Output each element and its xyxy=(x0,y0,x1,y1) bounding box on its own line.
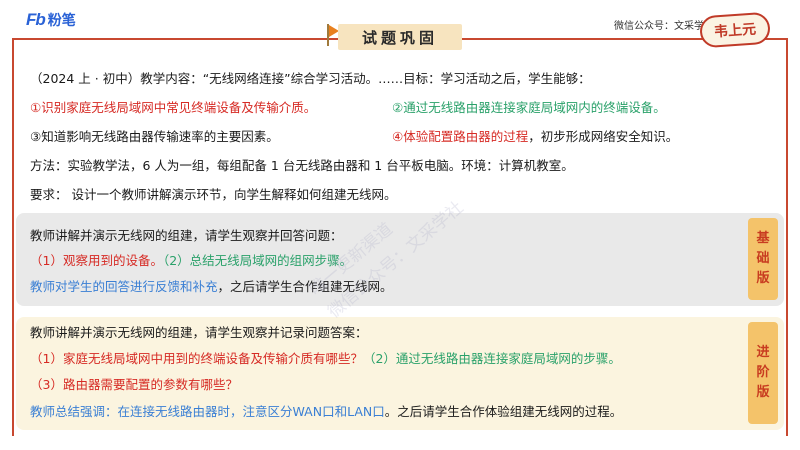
page-title: 试题巩固 xyxy=(361,28,438,47)
basic-feedback-rest: ，之后请学生合作组建无线网。 xyxy=(217,279,393,294)
goal-1: ①识别家庭无线局域网中常见终端设备及传输介质。 xyxy=(30,100,317,115)
advanced-summary-highlight: 教师总结强调：在连接无线路由器时，注意区分WAN口和LAN口 xyxy=(30,404,385,419)
wechat-label: 微信公众号：文采学社 xyxy=(614,21,714,32)
method-line: 方法：实验教学法，6 人为一组，每组配备 1 台无线路由器和 1 台平板电脑。环… xyxy=(30,158,574,173)
advanced-questions-1-2: （1）家庭无线局域网中用到的终端设备及传输介质有哪些？（2）通过无线路由器连接家… xyxy=(30,350,621,367)
advanced-version-box xyxy=(16,317,784,430)
goal-4-rest: ，初步形成网络安全知识。 xyxy=(528,129,679,144)
tag-char: 版 xyxy=(756,385,770,400)
basic-feedback-highlight: 教师对学生的回答进行反馈和补充 xyxy=(30,279,218,294)
advanced-q3: （3）路由器需要配置的参数有哪些？ xyxy=(30,377,238,392)
right-border xyxy=(786,38,788,436)
basic-q1: （1）观察用到的设备。 xyxy=(30,253,163,268)
question-stem: （2024 上 · 初中）教学内容：“无线网络连接”综合学习活动。……目标：学习… xyxy=(30,71,591,86)
logo-text: 粉笔 xyxy=(47,13,76,29)
basic-intro: 教师讲解并演示无线网的组建，请学生观察并回答问题： xyxy=(30,228,343,243)
tag-char: 础 xyxy=(756,251,770,266)
advanced-version-tag: 进 阶 版 xyxy=(748,322,778,424)
tag-char: 进 xyxy=(756,345,770,360)
flag-icon xyxy=(326,24,339,46)
stamp-text: 韦上元 xyxy=(713,21,757,41)
basic-version-tag: 基 础 版 xyxy=(748,218,778,300)
logo-mark: Fb xyxy=(26,10,46,29)
advanced-intro: 教师讲解并演示无线网的组建，请学生观察并记录问题答案： xyxy=(30,325,368,340)
advanced-summary-rest: 。之后请学生合作体验组建无线网的过程。 xyxy=(384,404,623,419)
tag-char: 版 xyxy=(756,271,770,286)
tag-char: 基 xyxy=(756,231,770,246)
tag-char: 阶 xyxy=(756,365,770,380)
author-stamp: 韦上元 xyxy=(698,11,772,49)
fenbi-logo: Fb 粉笔 xyxy=(26,10,76,30)
basic-questions: （1）观察用到的设备。（2）总结无线局域网的组网步骤。 xyxy=(30,252,352,269)
title-banner: 试题巩固 xyxy=(338,24,462,50)
advanced-q1: （1）家庭无线局域网中用到的终端设备及传输介质有哪些？ xyxy=(30,351,363,366)
basic-q2: （2）总结无线局域网的组网步骤。 xyxy=(162,253,353,268)
left-border xyxy=(12,38,14,436)
advanced-q2: （2）通过无线路由器连接家庭局域网的步骤。 xyxy=(362,351,621,366)
basic-version-box xyxy=(16,213,784,306)
goal-4-highlight: ④体验配置路由器的过程 xyxy=(392,129,529,144)
goal-4: ④体验配置路由器的过程，初步形成网络安全知识。 xyxy=(392,128,678,145)
advanced-summary: 教师总结强调：在连接无线路由器时，注意区分WAN口和LAN口。之后请学生合作体验… xyxy=(30,403,622,420)
goal-2: ②通过无线路由器连接家庭局域网内的终端设备。 xyxy=(392,100,666,115)
basic-feedback: 教师对学生的回答进行反馈和补充，之后请学生合作组建无线网。 xyxy=(30,278,393,295)
requirement-line: 要求： 设计一个教师讲解演示环节，向学生解释如何组建无线网。 xyxy=(30,187,397,202)
goal-3: ③知道影响无线路由器传输速率的主要因素。 xyxy=(30,129,279,144)
